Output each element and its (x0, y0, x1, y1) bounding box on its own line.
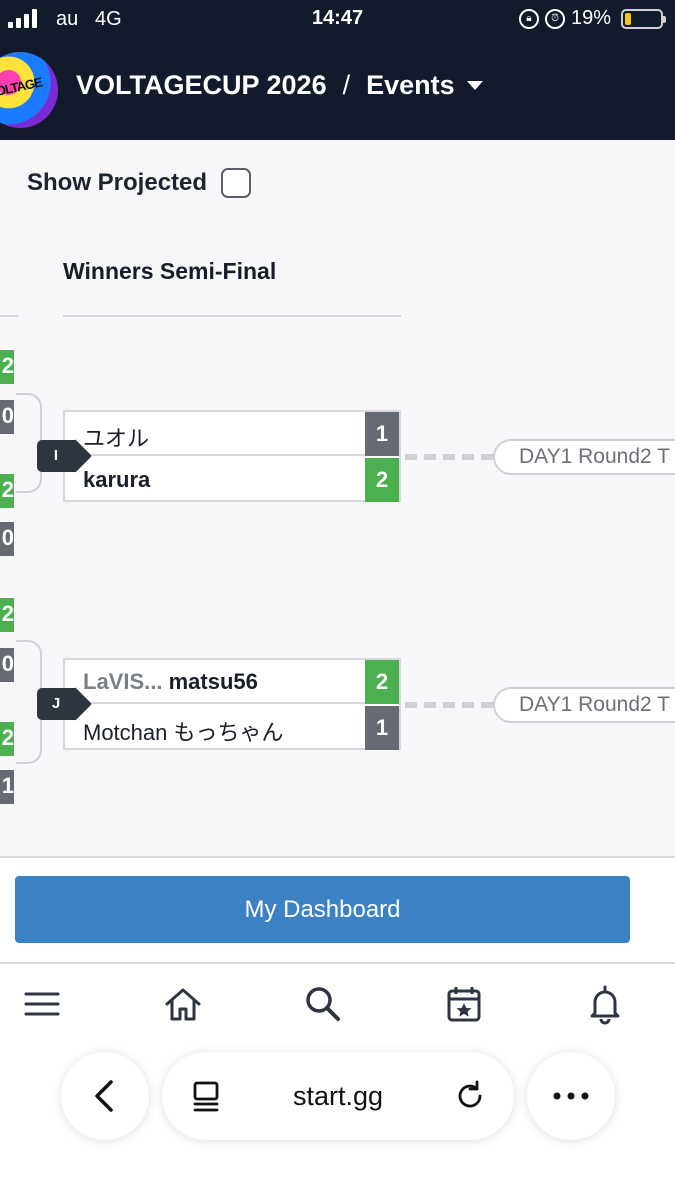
status-bar: au 4G 14:47 🔒︎ ⏰︎ 19% (0, 0, 675, 40)
player-tag: karura (83, 467, 151, 492)
breadcrumb: VOLTAGECUP 2026 / Events (76, 70, 483, 101)
home-icon[interactable] (161, 982, 205, 1026)
player-name: Motchan もっちゃん (83, 715, 284, 747)
tournament-logo[interactable]: VOLTAGE (0, 52, 58, 128)
events-dropdown[interactable]: Events (366, 70, 483, 101)
round-title-underline (63, 315, 401, 317)
previous-score-box: 2 (0, 598, 14, 632)
show-projected-checkbox[interactable] (221, 168, 252, 198)
carrier-label: au (56, 8, 79, 30)
network-label: 4G (95, 8, 122, 30)
address-bar[interactable]: start.gg (162, 1052, 514, 1140)
player-tag: ユオル (83, 426, 150, 451)
round-title: Winners Semi-Final (63, 258, 277, 284)
next-round-pill[interactable]: DAY1 Round2 T (493, 439, 675, 475)
previous-score-box: 2 (0, 350, 14, 384)
show-projected-label: Show Projected (27, 169, 208, 196)
projected-connector (405, 702, 493, 708)
show-projected-toggle[interactable]: Show Projected (27, 168, 252, 198)
orientation-lock-icon: 🔒︎ (518, 8, 539, 29)
breadcrumb-separator: / (342, 70, 351, 100)
signal-icon (8, 8, 37, 28)
match-identifier-badge: J (37, 688, 75, 720)
back-button[interactable] (61, 1052, 149, 1140)
bottom-nav (0, 964, 675, 1044)
player-tag: Motchan もっちゃん (83, 720, 284, 745)
previous-score-box: 1 (0, 770, 14, 804)
player-slot[interactable]: ユオル 1 (65, 412, 399, 456)
projected-connector (405, 454, 493, 460)
previous-score-box: 2 (0, 722, 14, 756)
chevron-down-icon (466, 81, 483, 90)
more-button[interactable] (527, 1052, 615, 1140)
search-icon[interactable] (301, 982, 345, 1026)
browser-toolbar: start.gg (0, 1044, 675, 1200)
player-tag: matsu56 (168, 669, 258, 694)
match-identifier-badge: I (37, 440, 75, 472)
next-round-pill[interactable]: DAY1 Round2 T (493, 687, 675, 723)
site-header: VOLTAGE VOLTAGECUP 2026 / Events (0, 40, 675, 140)
clock: 14:47 (311, 7, 364, 29)
player-score: 1 (365, 706, 399, 750)
previous-score-box: 0 (0, 400, 14, 434)
player-name: ユオル (83, 421, 149, 453)
nav-divider (0, 962, 675, 964)
my-dashboard-button[interactable]: My Dashboard (15, 876, 630, 943)
previous-score-box: 0 (0, 648, 14, 682)
dashboard-bar: My Dashboard (0, 858, 675, 962)
player-slot[interactable]: LaVIS... matsu56 2 (65, 660, 399, 704)
url-text: start.gg (292, 1081, 384, 1111)
battery-icon (621, 8, 666, 29)
previous-round-underline (0, 315, 18, 317)
player-name: karura (83, 467, 150, 493)
bell-icon[interactable] (583, 982, 627, 1026)
top-bar: au 4G 14:47 🔒︎ ⏰︎ 19% VOLTAGE VOLTAGECUP… (0, 0, 675, 140)
match-card[interactable]: ユオル 1 karura 2 (63, 410, 401, 502)
events-label: Events (366, 70, 455, 100)
player-name: LaVIS... matsu56 (83, 669, 258, 695)
calendar-icon[interactable] (442, 982, 486, 1026)
player-score: 2 (365, 660, 399, 704)
tournament-name-link[interactable]: VOLTAGECUP 2026 (76, 70, 327, 100)
player-slot[interactable]: Motchan もっちゃん 1 (65, 706, 399, 750)
player-sponsor-prefix: LaVIS... (83, 669, 163, 694)
battery-percent: 19% (570, 7, 611, 29)
chevron-left-icon (95, 1080, 113, 1112)
player-score: 2 (365, 458, 399, 502)
player-score: 1 (365, 412, 399, 456)
menu-icon[interactable] (20, 982, 64, 1026)
previous-score-box: 2 (0, 474, 14, 508)
reader-mode-icon[interactable] (186, 1076, 226, 1116)
content-divider (0, 856, 675, 858)
previous-score-box: 0 (0, 522, 14, 556)
alarm-icon: ⏰︎ (544, 8, 565, 29)
player-slot[interactable]: karura 2 (65, 458, 399, 502)
more-dots-icon (553, 1092, 589, 1100)
reload-icon[interactable] (450, 1076, 490, 1116)
